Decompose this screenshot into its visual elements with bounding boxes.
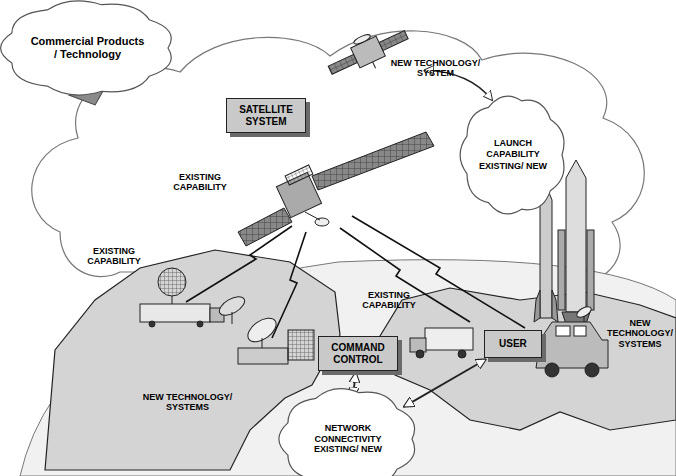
- command-ground-stations: [140, 268, 314, 364]
- radio-links: [186, 216, 525, 338]
- user-box: USER: [484, 330, 542, 358]
- cloud-shape: [279, 389, 415, 476]
- existing-capability-label: EXISTING CAPABILITY: [82, 246, 146, 267]
- existing-capability-label: EXISTING CAPABILITY: [168, 172, 232, 193]
- node-text: EXISTING/ NEW: [479, 161, 547, 171]
- new-technology-label: NEW TECHNOLOGY/ SYSTEMS: [606, 318, 674, 349]
- satellite-system-box: SATELLITE SYSTEM: [226, 98, 306, 133]
- new-technology-label: NEW TECHNOLOGY/ SYSTEMS: [140, 392, 235, 413]
- right-land: [380, 288, 676, 430]
- launch-cloud: LAUNCH CAPABILITY EXISTING/ NEW: [462, 98, 564, 212]
- network-link-arrow: [404, 360, 486, 407]
- node-text: Commercial Products / Technology: [28, 35, 147, 60]
- new-technology-label: NEW TECHNOLOGY/ SYSTEM: [388, 58, 483, 79]
- user-vehicles: [410, 305, 608, 377]
- cloud-shape: [460, 96, 564, 214]
- new-satellite: [323, 19, 414, 86]
- command-control-box: COMMAND CONTROL: [318, 336, 398, 371]
- node-text: SATELLITE SYSTEM: [234, 104, 298, 127]
- node-text: USER: [499, 338, 527, 350]
- node-text: LAUNCH CAPABILITY: [476, 138, 550, 159]
- cloud-shape: [1, 1, 172, 95]
- commercial-cloud: Commercial Products / Technology: [5, 2, 170, 94]
- existing-satellite: [238, 132, 434, 246]
- node-text: NETWORK CONNECTIVITY EXISTING/ NEW: [300, 423, 396, 454]
- network-cloud: NETWORK CONNECTIVITY EXISTING/ NEW: [282, 390, 414, 476]
- existing-capability-label: EXISTING CAPABILITY: [362, 290, 416, 311]
- node-text: COMMAND CONTROL: [326, 342, 390, 365]
